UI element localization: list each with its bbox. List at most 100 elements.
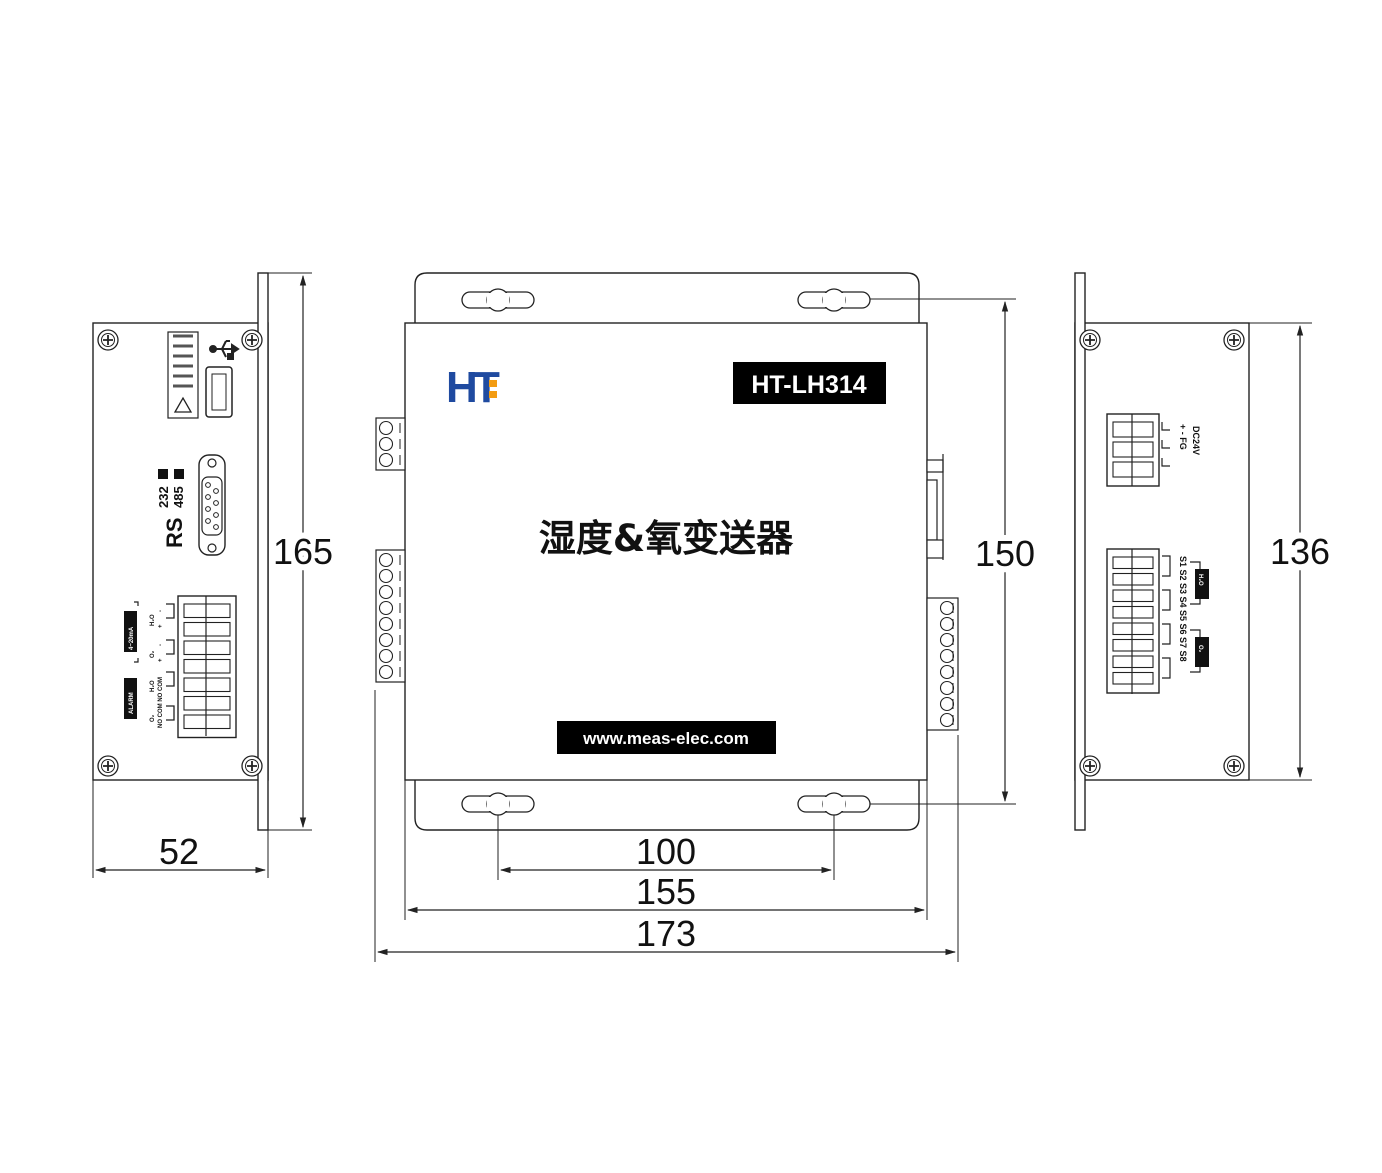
terminal-cell bbox=[183, 603, 231, 619]
terminal-cell bbox=[183, 714, 231, 730]
o2-label: O₂ bbox=[150, 650, 156, 658]
dim-hole-height: 150 bbox=[975, 533, 1035, 574]
terminal-cell bbox=[183, 621, 231, 637]
terminal-screw bbox=[378, 552, 394, 568]
terminal-cell bbox=[1112, 461, 1154, 478]
terminal-screw bbox=[378, 436, 394, 452]
minus-label: - bbox=[158, 610, 164, 612]
current-output-badge: 4~20mA bbox=[124, 601, 139, 663]
terminal-screw bbox=[939, 712, 955, 728]
dim-right-height: 136 bbox=[1270, 531, 1330, 572]
rs-label: RS 232 485 bbox=[156, 469, 187, 548]
logo-t: T bbox=[473, 363, 500, 412]
screw-icon bbox=[1079, 329, 1101, 351]
terminal-screw bbox=[378, 648, 394, 664]
model-label: HT-LH314 bbox=[733, 362, 886, 404]
terminal-cell bbox=[1112, 605, 1154, 619]
power-terminal-block bbox=[1106, 413, 1160, 487]
terminal-screw bbox=[378, 584, 394, 600]
left-side-view: RS 232 485 4~20mA ALARM bbox=[92, 272, 339, 878]
sensor-terminal-block bbox=[1106, 548, 1160, 694]
terminal-cell bbox=[1112, 572, 1154, 586]
mounting-slot bbox=[461, 288, 535, 312]
dim-body-width: 155 bbox=[636, 871, 696, 912]
mounting-slot bbox=[461, 792, 535, 816]
power-label: DC24V bbox=[1191, 426, 1201, 455]
dim-hole-spacing: 100 bbox=[636, 831, 696, 872]
terminal-screw bbox=[939, 616, 955, 632]
terminal-cell bbox=[1112, 556, 1154, 570]
h2o-badge: H₂O bbox=[1195, 569, 1209, 599]
screw-icon bbox=[1079, 755, 1101, 777]
rs-485-text: 485 bbox=[171, 486, 186, 508]
dim-left-height: 165 bbox=[273, 531, 333, 572]
o2-alarm-label: O₂ bbox=[150, 714, 156, 722]
right-side-view: DC24V + - FG S1 S2 S3 S4 S5 S6 S7 S8 H₂O… bbox=[1074, 272, 1336, 831]
db9-connector bbox=[198, 454, 226, 556]
terminal-screw bbox=[939, 648, 955, 664]
usb-port bbox=[205, 340, 240, 418]
terminal-cell bbox=[1112, 671, 1154, 685]
terminal-cell bbox=[183, 640, 231, 656]
terminal-screw bbox=[939, 680, 955, 696]
rs-232-text: 232 bbox=[156, 486, 171, 508]
terminal-screw bbox=[378, 420, 394, 436]
screw-icon bbox=[1223, 329, 1245, 351]
minus-label-2: - bbox=[158, 644, 164, 646]
left-terminal-block bbox=[177, 595, 237, 739]
switch-485-indicator bbox=[174, 469, 184, 479]
usb-icon bbox=[209, 340, 240, 360]
h2o-badge-text: H₂O bbox=[1197, 574, 1203, 586]
ht-logo: H T bbox=[446, 363, 500, 412]
power-pins-label: + - FG bbox=[1178, 424, 1188, 450]
terminal-screw bbox=[939, 664, 955, 680]
warning-triangle-icon bbox=[173, 396, 193, 413]
front-right-connectors bbox=[926, 597, 959, 731]
screw-icon bbox=[97, 755, 119, 777]
screw-icon bbox=[97, 329, 119, 351]
badge-current-text: 4~20mA bbox=[129, 626, 135, 650]
screw-icon bbox=[1223, 755, 1245, 777]
terminal-screw bbox=[378, 664, 394, 680]
device-title: 湿度&氧变送器 bbox=[539, 517, 794, 560]
terminal-screw bbox=[939, 696, 955, 712]
alarm-badge: ALARM bbox=[124, 678, 137, 719]
mounting-slot bbox=[797, 792, 871, 816]
dim-overall-width: 173 bbox=[636, 913, 696, 954]
rs-text: RS bbox=[162, 517, 187, 548]
switch-232-indicator bbox=[158, 469, 168, 479]
screw-icon bbox=[241, 329, 263, 351]
h2o-label: H₂O bbox=[150, 614, 156, 626]
terminal-cell bbox=[183, 658, 231, 674]
front-left-connectors bbox=[375, 417, 406, 683]
terminal-screw bbox=[378, 616, 394, 632]
terminal-cell bbox=[1112, 622, 1154, 636]
terminal-screw bbox=[378, 568, 394, 584]
o2-badge-text: O₂ bbox=[1197, 645, 1203, 653]
terminal-screw bbox=[378, 452, 394, 468]
plus-label: + bbox=[158, 624, 164, 628]
sensor-pins-label: S1 S2 S3 S4 S5 S6 S7 S8 bbox=[1178, 556, 1188, 662]
terminal-cell bbox=[1112, 589, 1154, 603]
plus-label-2: + bbox=[158, 658, 164, 662]
badge-alarm-text: ALARM bbox=[129, 692, 135, 714]
terminal-screw bbox=[939, 632, 955, 648]
terminal-cell bbox=[183, 695, 231, 711]
terminal-screw bbox=[939, 600, 955, 616]
terminal-screw bbox=[378, 632, 394, 648]
terminal-cell bbox=[1112, 638, 1154, 652]
dim-left-width: 52 bbox=[159, 831, 199, 872]
db9-side-profile bbox=[926, 454, 944, 560]
terminal-cell bbox=[1112, 441, 1154, 458]
screw-icon bbox=[241, 755, 263, 777]
logo-h: H bbox=[446, 363, 478, 412]
terminal-pin-labels: H₂O O₂ H₂O O₂ + - + - NO COM NO COM bbox=[150, 610, 164, 728]
terminal-cell bbox=[1112, 421, 1154, 438]
front-view: H T HT-LH314 湿度&氧变送器 www.meas-elec.com 1… bbox=[374, 272, 1041, 962]
mounting-slot bbox=[797, 288, 871, 312]
terminal-cell bbox=[183, 677, 231, 693]
url-text: www.meas-elec.com bbox=[582, 729, 749, 748]
url-label: www.meas-elec.com bbox=[557, 721, 776, 754]
model-text: HT-LH314 bbox=[751, 371, 866, 399]
